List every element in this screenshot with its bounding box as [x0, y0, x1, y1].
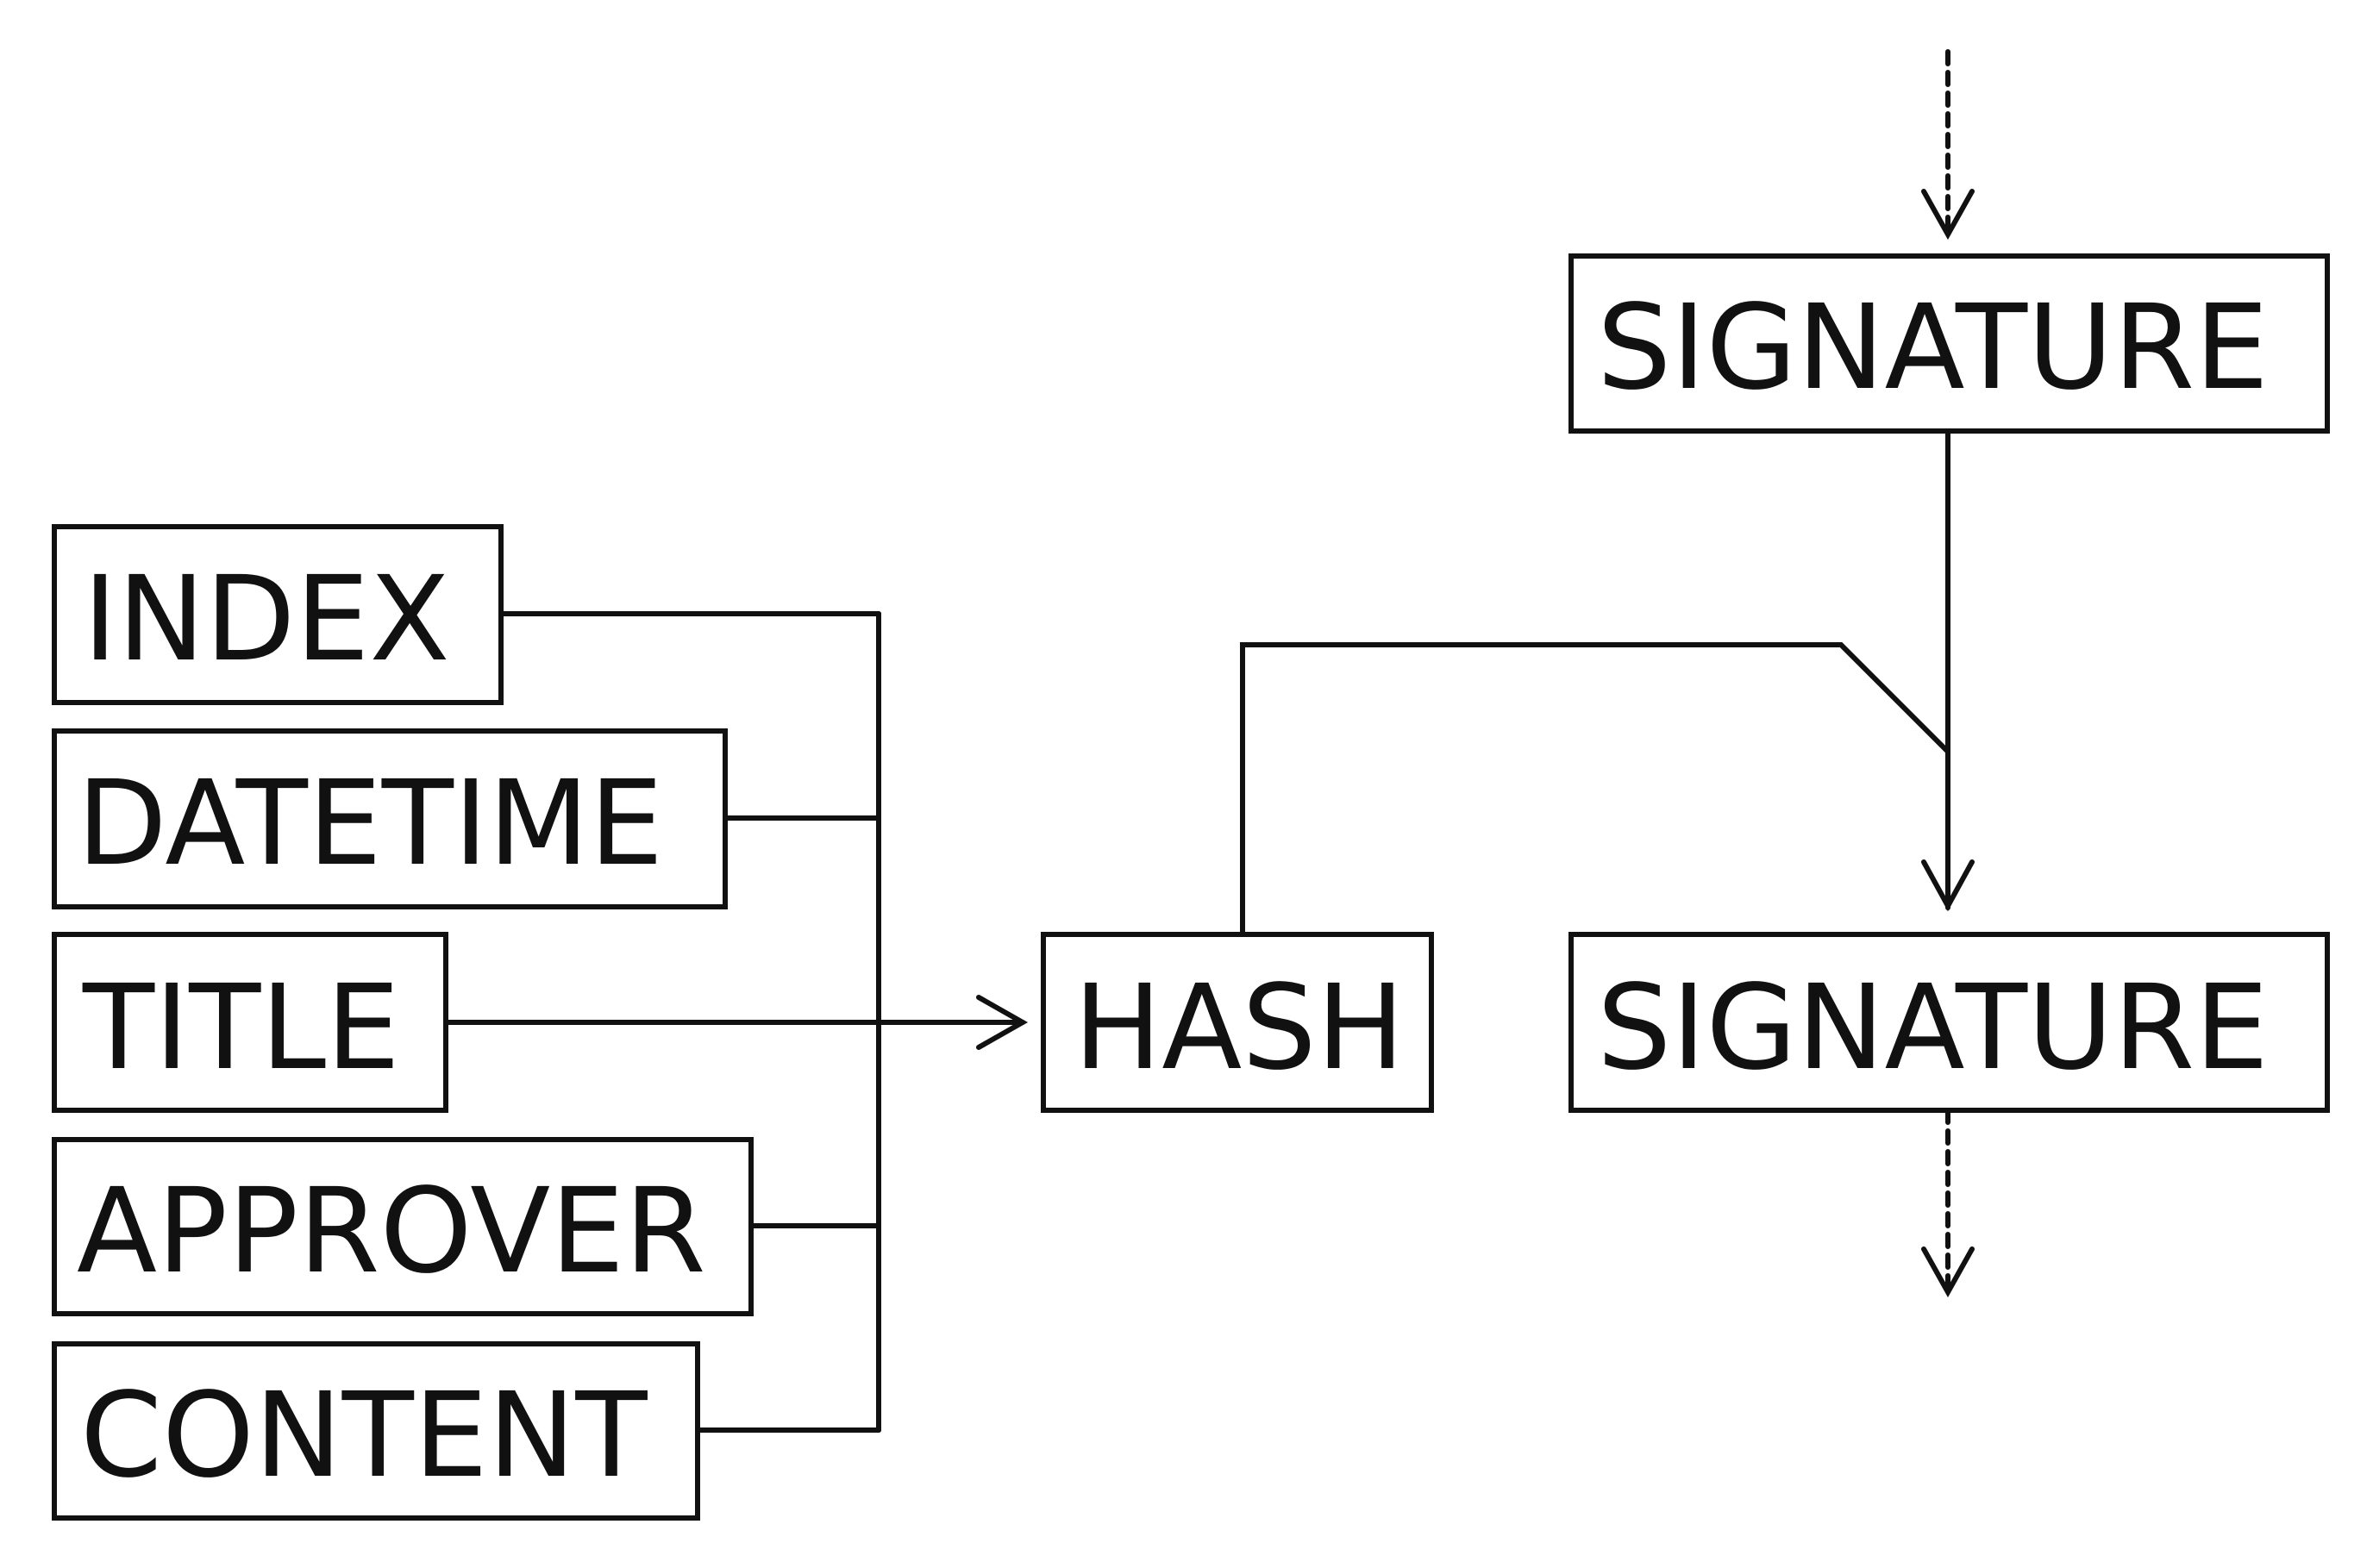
content-label: CONTENT: [80, 1368, 648, 1504]
incoming-arrowhead: [1921, 189, 1975, 241]
hash-label: HASH: [1074, 960, 1405, 1096]
current-signature-label: SIGNATURE: [1597, 960, 2269, 1096]
signature-arrowhead: [1921, 859, 1975, 912]
title-label: TITLE: [82, 960, 400, 1096]
hash-to-signature-line: [1240, 642, 1950, 937]
hash-box: [1041, 932, 1434, 1113]
previous-signature-label: SIGNATURE: [1597, 280, 2269, 416]
approver-label: APPROVER: [77, 1164, 706, 1300]
datetime-label: DATETIME: [77, 756, 663, 892]
hash-arrowhead: [976, 995, 1029, 1050]
index-label: INDEX: [83, 552, 450, 688]
outgoing-arrowhead: [1921, 1246, 1975, 1298]
